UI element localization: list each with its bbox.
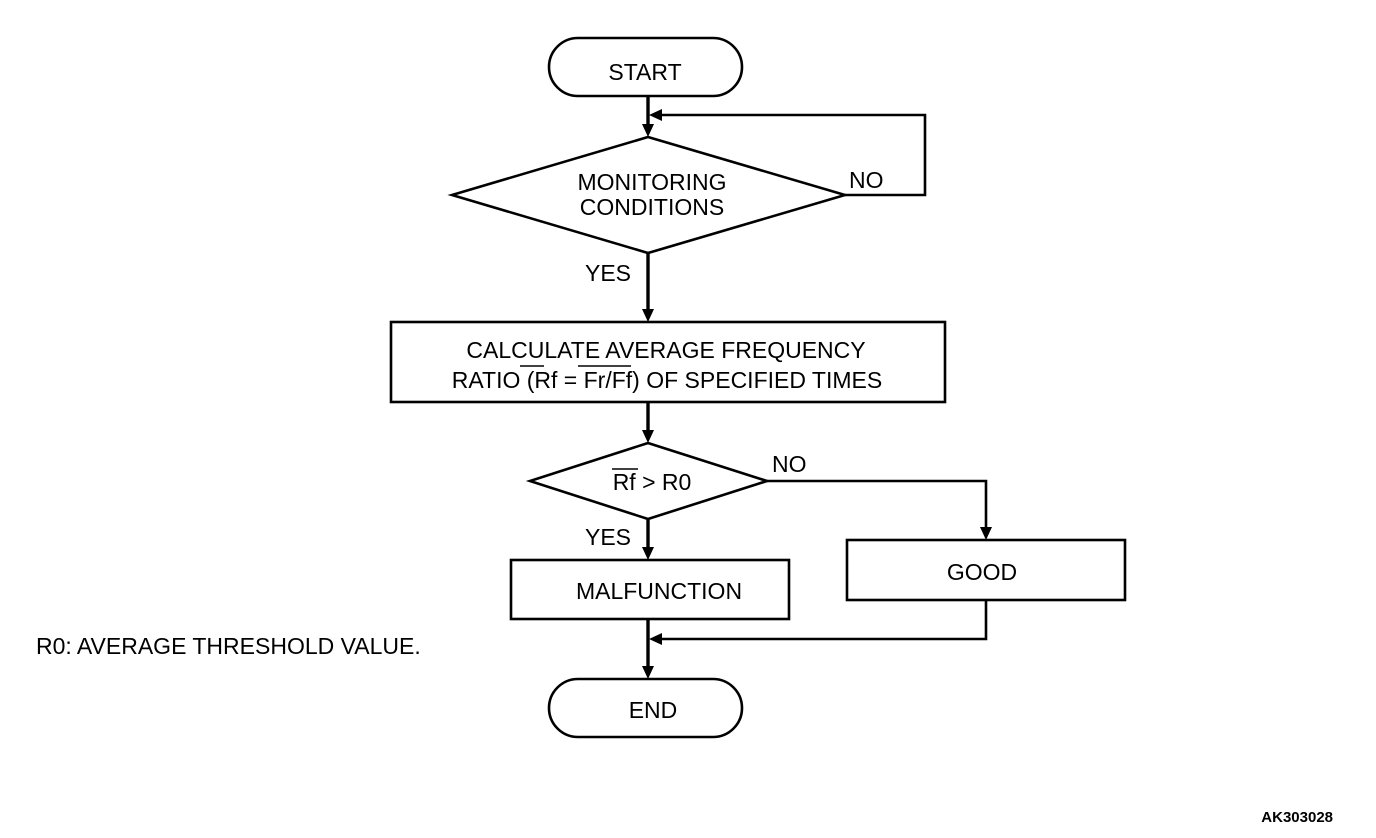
end-terminal <box>547 677 744 739</box>
process-label-line1: CALCULATE AVERAGE FREQUENCY <box>466 337 865 363</box>
decision2-no-label: NO <box>772 451 807 477</box>
figure-code: AK303028 <box>1261 809 1333 826</box>
arrowhead-malfunction-top <box>642 547 654 560</box>
good-label: GOOD <box>947 559 1017 585</box>
end-label: END <box>629 697 678 723</box>
process-label-part-a: RATIO <box>452 367 527 393</box>
decision1-label-line1: MONITORING <box>577 169 726 195</box>
arrowhead-decision1-top <box>642 124 654 137</box>
arrowhead-loop-return <box>649 109 662 121</box>
decision2-yes-label: YES <box>585 524 631 550</box>
arrowhead-end-top <box>642 666 654 679</box>
process-label-part-b: (Rf = Fr/Ff) <box>527 367 640 393</box>
start-label: START <box>608 59 681 85</box>
decision1-yes-label: YES <box>585 260 631 286</box>
good-box <box>845 538 1127 602</box>
arrowhead-good-top <box>980 527 992 540</box>
threshold-note: R0: AVERAGE THRESHOLD VALUE. <box>36 633 421 659</box>
start-terminal <box>547 36 744 98</box>
connector-decision1-no-loop <box>662 113 927 197</box>
process-calculate-ratio <box>389 320 947 404</box>
decision1-no-label: NO <box>849 167 884 193</box>
malfunction-box <box>509 558 791 621</box>
decision2-label-rest: > R0 <box>636 469 692 495</box>
connector-decision2-no-to-good <box>767 479 988 527</box>
arrowhead-decision2-top <box>642 430 654 443</box>
decision2-label-rf: Rf <box>613 469 637 495</box>
decision1-label-line2: CONDITIONS <box>580 194 724 220</box>
connector-good-to-end <box>662 600 988 641</box>
process-label-part-c: OF SPECIFIED TIMES <box>640 367 882 393</box>
arrowhead-process-top <box>642 309 654 322</box>
arrowhead-merge <box>649 633 662 645</box>
malfunction-label: MALFUNCTION <box>576 578 742 604</box>
process-label-line2: RATIO (Rf = Fr/Ff) OF SPECIFIED TIMES <box>452 367 882 393</box>
decision2-label: Rf > R0 <box>613 469 692 495</box>
